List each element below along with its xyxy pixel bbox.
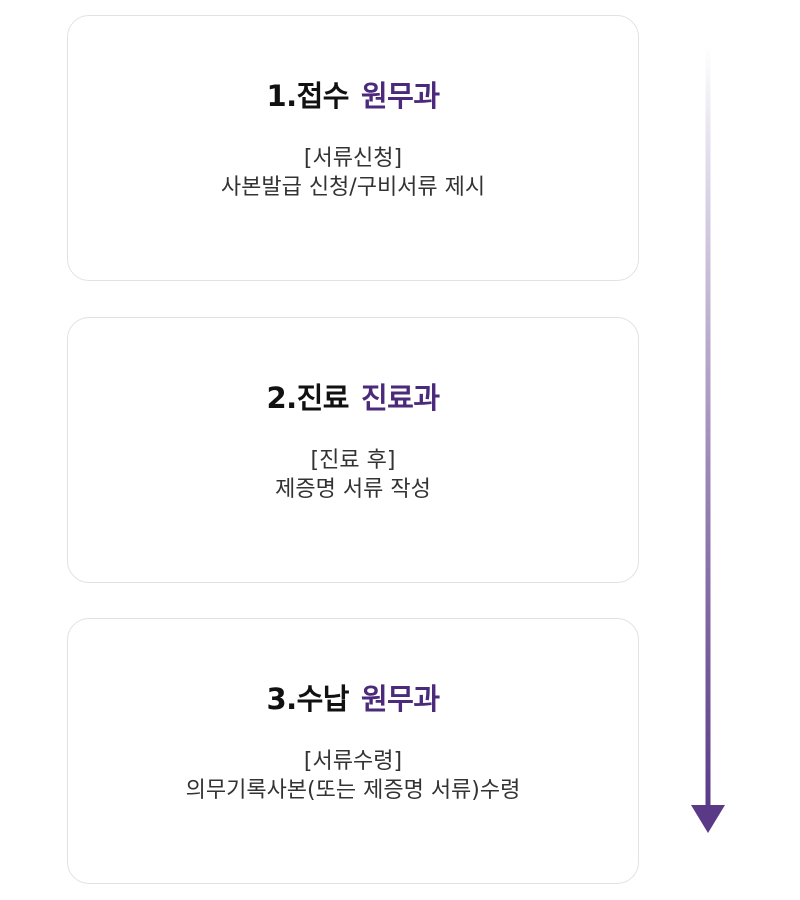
step-subtitle: [진료 후] <box>310 448 396 473</box>
step-detail: 제증명 서류 작성 <box>275 477 431 502</box>
step-description: [서류신청] 사본발급 신청/구비서류 제시 <box>68 144 638 202</box>
step-label: 2.진료 <box>266 381 349 415</box>
step-subtitle: [서류수령] <box>303 749 403 774</box>
step-subtitle: [서류신청] <box>303 146 403 171</box>
step-description: [진료 후] 제증명 서류 작성 <box>68 446 638 504</box>
step-card-reception: 1.접수 원무과 [서류신청] 사본발급 신청/구비서류 제시 <box>67 15 639 281</box>
step-title: 2.진료 진료과 <box>68 380 638 416</box>
department-label: 원무과 <box>361 79 440 113</box>
step-title: 1.접수 원무과 <box>68 78 638 114</box>
step-detail: 의무기록사본(또는 제증명 서류)수령 <box>185 778 521 803</box>
step-detail: 사본발급 신청/구비서류 제시 <box>220 175 486 200</box>
arrow-head <box>691 805 725 833</box>
step-title: 3.수납 원무과 <box>68 681 638 717</box>
step-label: 1.접수 <box>266 79 349 113</box>
step-label: 3.수납 <box>266 682 349 716</box>
department-label: 진료과 <box>361 381 440 415</box>
step-card-payment: 3.수납 원무과 [서류수령] 의무기록사본(또는 제증명 서류)수령 <box>67 618 639 884</box>
down-arrow-icon <box>691 45 725 833</box>
step-description: [서류수령] 의무기록사본(또는 제증명 서류)수령 <box>68 747 638 805</box>
step-card-treatment: 2.진료 진료과 [진료 후] 제증명 서류 작성 <box>67 317 639 583</box>
department-label: 원무과 <box>361 682 440 716</box>
arrow-shaft <box>705 45 711 807</box>
